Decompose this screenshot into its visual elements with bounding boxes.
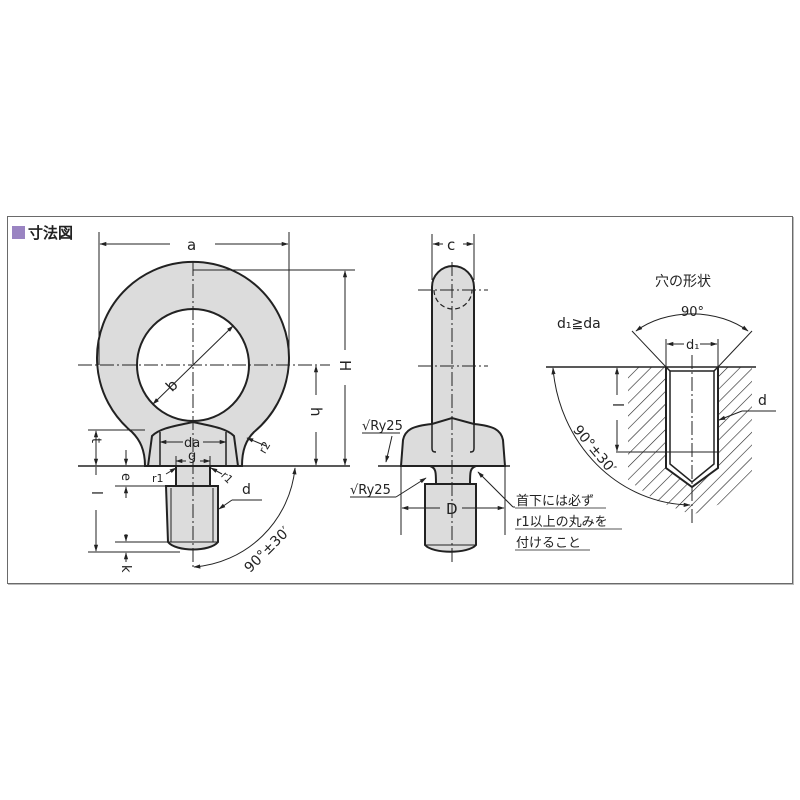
- dim-k-label: k: [118, 565, 133, 573]
- surface-roughness-top: √Ry25: [362, 419, 403, 434]
- hole-angle-top: 90°: [681, 305, 704, 320]
- note-line-3: 付けること: [516, 536, 581, 551]
- dim-r1-right-label: r1: [218, 469, 235, 486]
- dim-t-label: t: [88, 438, 103, 443]
- dim-h-label: h: [307, 407, 325, 417]
- side-view: [350, 234, 515, 562]
- note-line-2: r1以上の丸みを: [516, 515, 608, 530]
- title-marker-icon: [12, 226, 25, 239]
- side-view-labels: c D √Ry25 √Ry25 首下には必ず r1以上の丸みを 付けること: [350, 236, 622, 551]
- dim-da-label: da: [184, 436, 200, 451]
- dim-l-label: l: [88, 491, 104, 495]
- dim-r2-label: r2: [256, 439, 273, 455]
- dim-r1-left-label: r1: [152, 472, 164, 485]
- hole-dim-d1: d₁: [686, 338, 699, 353]
- front-view: [78, 232, 355, 569]
- dim-a-label: a: [187, 236, 196, 254]
- dim-D-label: D: [446, 500, 458, 518]
- dim-d-label: d: [242, 482, 251, 498]
- side-shank: [431, 265, 475, 430]
- surface-roughness-bottom: √Ry25: [350, 483, 391, 498]
- hole-angle-side: 90°±30′: [569, 422, 618, 476]
- section-title-text: 寸法図: [28, 224, 74, 242]
- section-title: 寸法図: [12, 222, 73, 243]
- hole-condition: d₁≧da: [557, 316, 601, 332]
- hole-shape-title: 穴の形状: [655, 274, 711, 290]
- hole-dim-l: l: [609, 403, 625, 407]
- dim-c-label: c: [447, 236, 455, 254]
- angle-label: 90°±30′: [242, 524, 294, 576]
- dim-g-label: g: [188, 449, 196, 464]
- fillet-note: 首下には必ず r1以上の丸みを 付けること: [515, 494, 622, 551]
- dim-e-label: e: [118, 473, 133, 481]
- hole-view: [546, 313, 776, 525]
- note-line-1: 首下には必ず: [516, 494, 594, 509]
- thread: [164, 485, 219, 551]
- side-collar: [399, 416, 507, 467]
- dim-H-label: H: [336, 360, 354, 371]
- hole-dim-d: d: [758, 393, 767, 409]
